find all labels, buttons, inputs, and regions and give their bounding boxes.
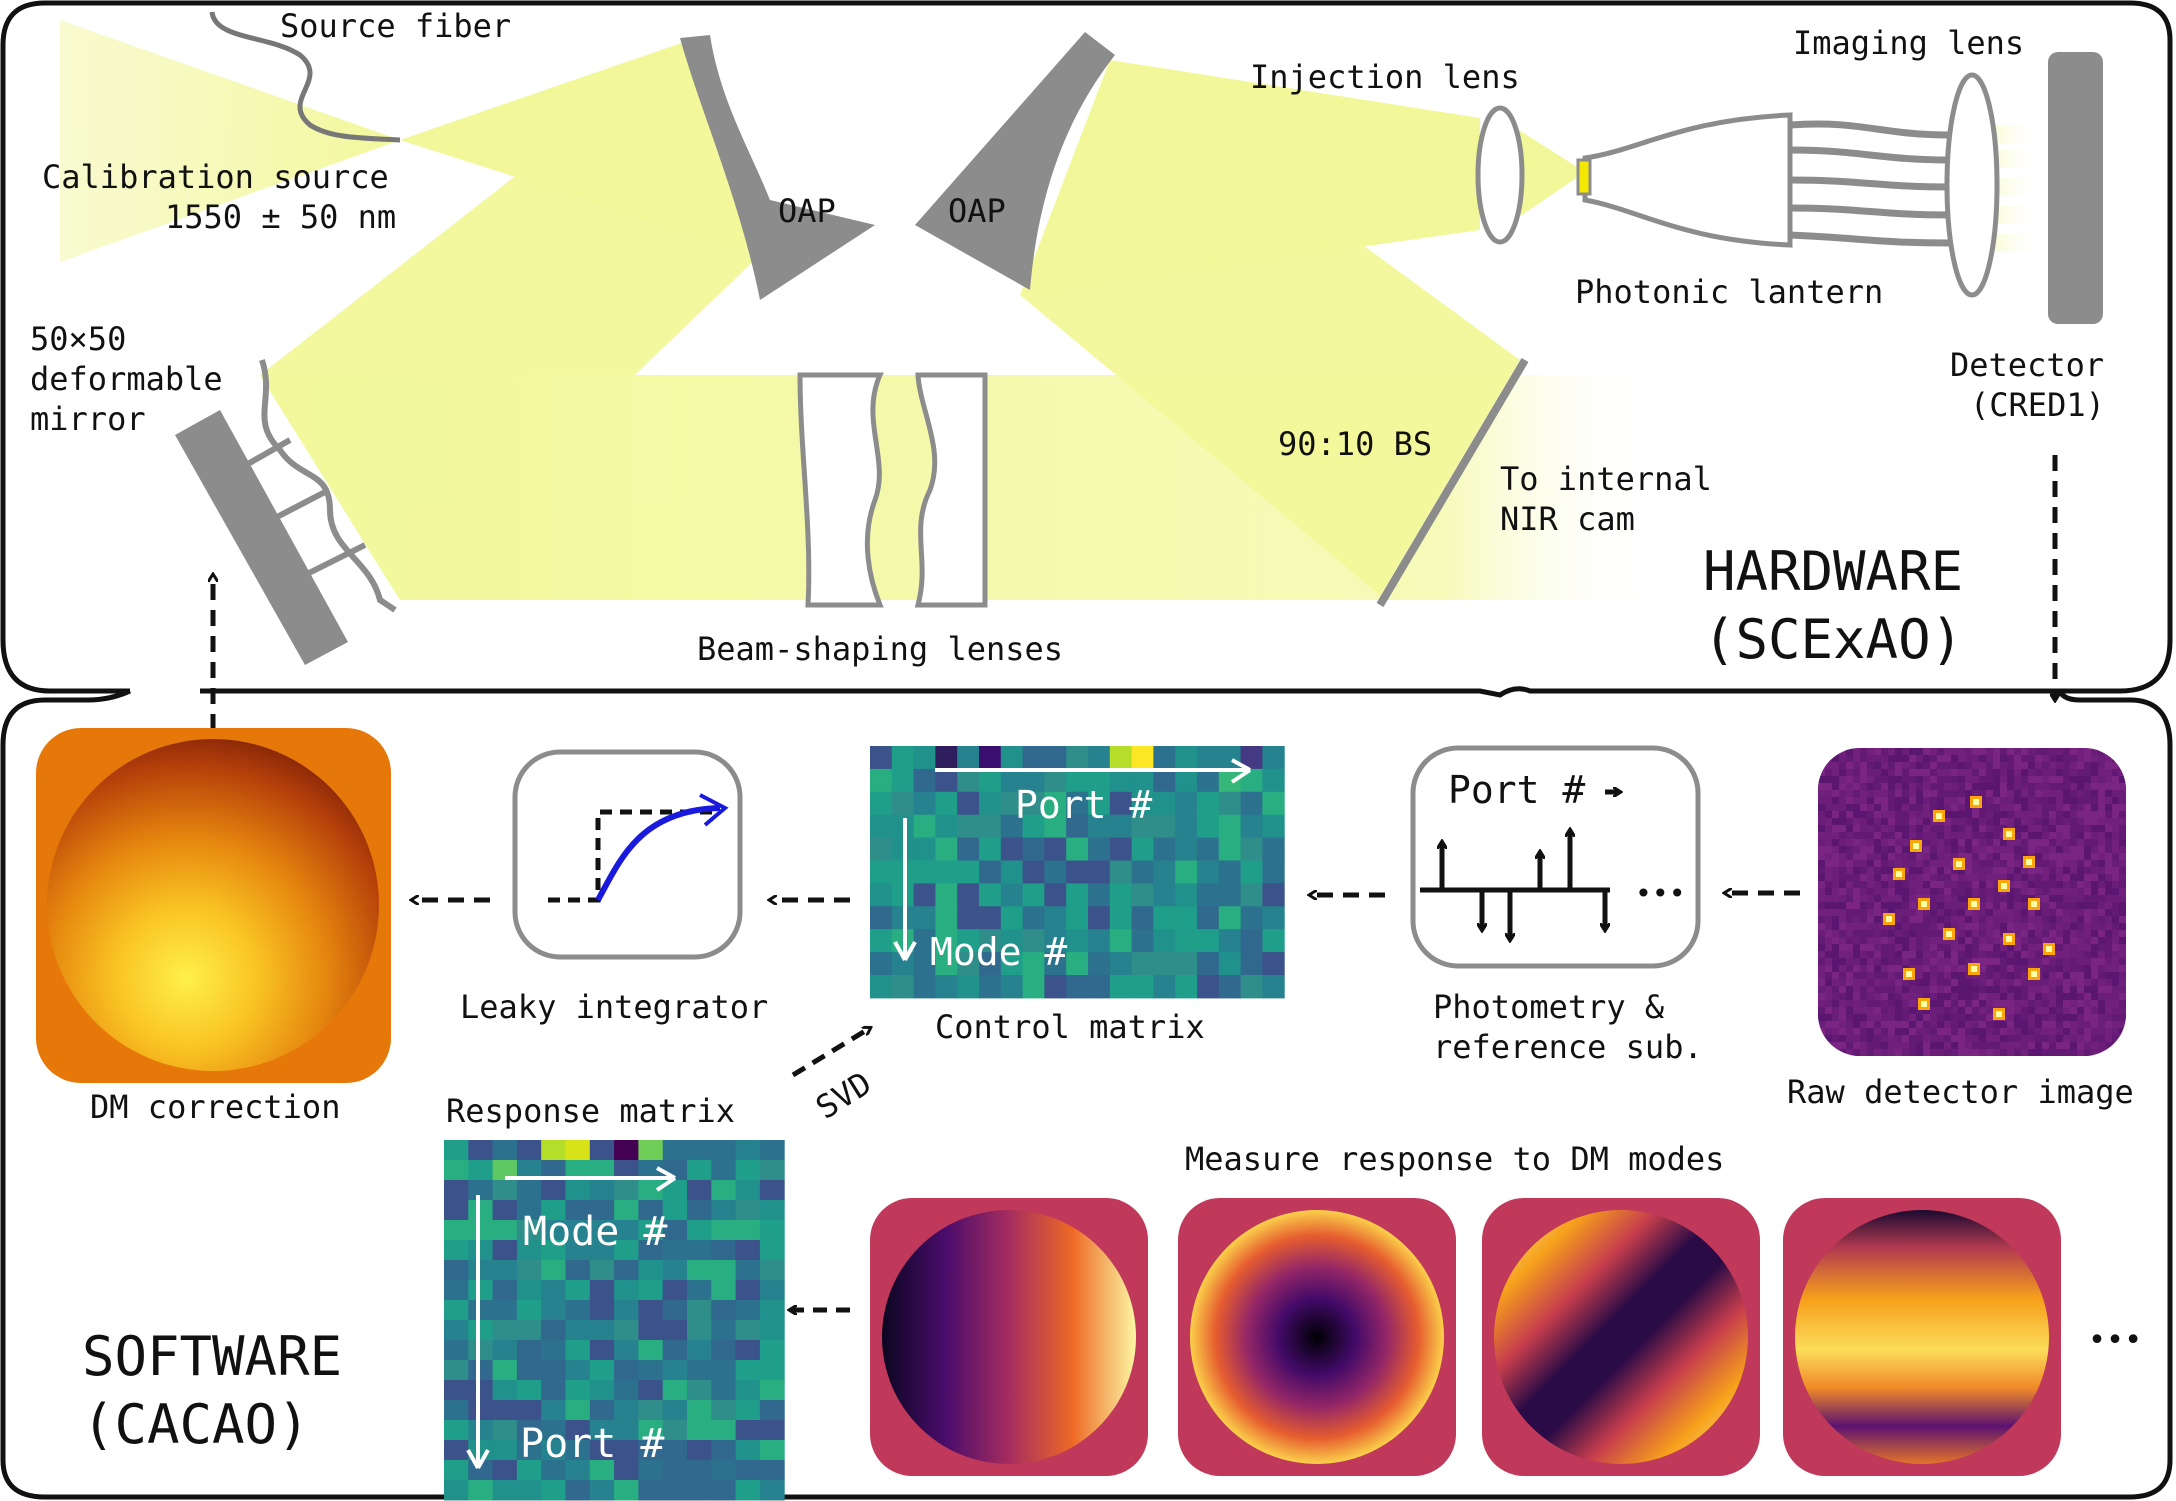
photometry-arrows-icon: [1410, 745, 1701, 969]
software-panel-frame: [0, 688, 2173, 1500]
response-matrix-port-label: Port #: [520, 1421, 665, 1467]
internal-cam-label-line1: To internal: [1500, 460, 1712, 498]
dm-correction-label: DM correction: [90, 1088, 340, 1126]
source-fiber-icon: [209, 11, 401, 143]
hardware-panel-frame: [0, 0, 2173, 698]
lens-icon: [1475, 105, 1525, 245]
internal-cam-label-line2: NIR cam: [1500, 500, 1635, 538]
beam-shaping-label: Beam-shaping lenses: [697, 630, 1063, 668]
dm-label-line3: mirror: [30, 400, 146, 438]
flow-arrow-icon: [791, 1025, 870, 1078]
photometry-label-line1: Photometry &: [1433, 988, 1665, 1026]
measure-response-label: Measure response to DM modes: [1185, 1140, 1724, 1178]
injection-lens-label: Injection lens: [1250, 58, 1520, 96]
photometry-ellipsis: •••: [1635, 877, 1686, 910]
response-matrix-heatmap: [444, 1140, 785, 1501]
beamsplitter-label: 90:10 BS: [1278, 425, 1432, 463]
calibration-source-label: Calibration source: [42, 158, 389, 196]
imaging-lens-label: Imaging lens: [1793, 24, 2024, 62]
photonic-lantern-label: Photonic lantern: [1575, 273, 1883, 311]
beam-shaping-lenses-icon: [797, 372, 988, 608]
oap-mirror-icon: [915, 32, 1115, 290]
software-title: SOFTWARE: [82, 1325, 342, 1388]
dm-label-line2: deformable: [30, 360, 223, 398]
dm-mode-tilt: [870, 1198, 1148, 1476]
oap-left-label: OAP: [778, 192, 836, 230]
svd-label: SVD: [809, 1064, 878, 1127]
response-matrix-label: Response matrix: [446, 1092, 735, 1130]
deformable-mirror-icon: [175, 359, 397, 665]
dm-mode-astigmatism: [1482, 1198, 1760, 1476]
photonic-lantern-icon: [1576, 112, 1951, 248]
raw-detector-label: Raw detector image: [1787, 1073, 2134, 1111]
detector-label: Detector: [1950, 346, 2104, 384]
source-beam: [60, 20, 400, 262]
detector-model-label: (CRED1): [1970, 386, 2105, 424]
control-matrix-mode-label: Mode #: [930, 930, 1067, 974]
calibration-wavelength-label: 1550 ± 50 nm: [165, 198, 396, 236]
dm-mode-coma: [1783, 1198, 2061, 1476]
control-matrix-label: Control matrix: [935, 1008, 1205, 1046]
dm-correction-map: [36, 728, 391, 1083]
dm-label-line1: 50×50: [30, 320, 126, 358]
lens-icon: [1944, 72, 2000, 298]
modes-ellipsis: •••: [2088, 1323, 2142, 1358]
injection-beam: [1020, 60, 1480, 295]
oap-mirror-icon: [680, 35, 875, 300]
integrator-step-icon: [512, 749, 743, 960]
beamsplitter-icon: [1376, 357, 1529, 608]
software-subtitle: (CACAO): [82, 1393, 310, 1456]
control-matrix-heatmap: [870, 746, 1285, 999]
oap-right-label: OAP: [948, 192, 1006, 230]
raw-detector-image: [1818, 748, 2126, 1056]
source-fiber-label: Source fiber: [280, 7, 511, 45]
dm-mode-focus: [1178, 1198, 1456, 1476]
detector-icon: [2048, 52, 2103, 324]
response-matrix-mode-label: Mode #: [523, 1209, 668, 1255]
leaky-integrator-label: Leaky integrator: [460, 988, 768, 1026]
photometry-port-label: Port #: [1448, 768, 1585, 812]
hardware-subtitle: (SCExAO): [1703, 608, 1963, 671]
hardware-title: HARDWARE: [1703, 540, 1963, 603]
control-matrix-port-label: Port #: [1015, 783, 1152, 827]
photometry-label-line2: reference sub.: [1433, 1028, 1703, 1066]
